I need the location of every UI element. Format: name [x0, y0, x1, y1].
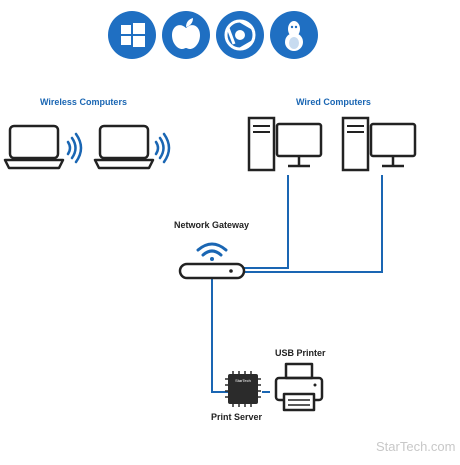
startech-watermark: StarTech.com: [376, 439, 456, 454]
desktop-tower-icon: [247, 116, 276, 172]
monitor-icon: [275, 122, 323, 168]
router-icon: [178, 262, 246, 280]
windows-icon: [108, 11, 156, 59]
network-gateway-label: Network Gateway: [174, 220, 250, 230]
print-server-icon: StarTech: [225, 371, 261, 407]
laptop-icon: [3, 124, 65, 170]
wireless-signal-icon: [154, 132, 171, 164]
print-server-label: Print Server: [211, 412, 263, 422]
network-cables: [211, 175, 383, 393]
apple-icon: [162, 11, 210, 59]
linux-icon: [270, 11, 318, 59]
usb-printer-label: USB Printer: [275, 348, 326, 358]
wireless-signal-icon: [66, 132, 83, 164]
monitor-icon: [369, 122, 417, 168]
chrome-icon: [216, 11, 264, 59]
wifi-icon: [196, 242, 228, 261]
wireless-computers-label: Wireless Computers: [40, 97, 127, 107]
print-server-brand: StarTech: [235, 378, 251, 383]
printer-icon: [274, 362, 324, 412]
desktop-tower-icon: [341, 116, 370, 172]
laptop-icon: [93, 124, 155, 170]
wired-computers-label: Wired Computers: [296, 97, 371, 107]
